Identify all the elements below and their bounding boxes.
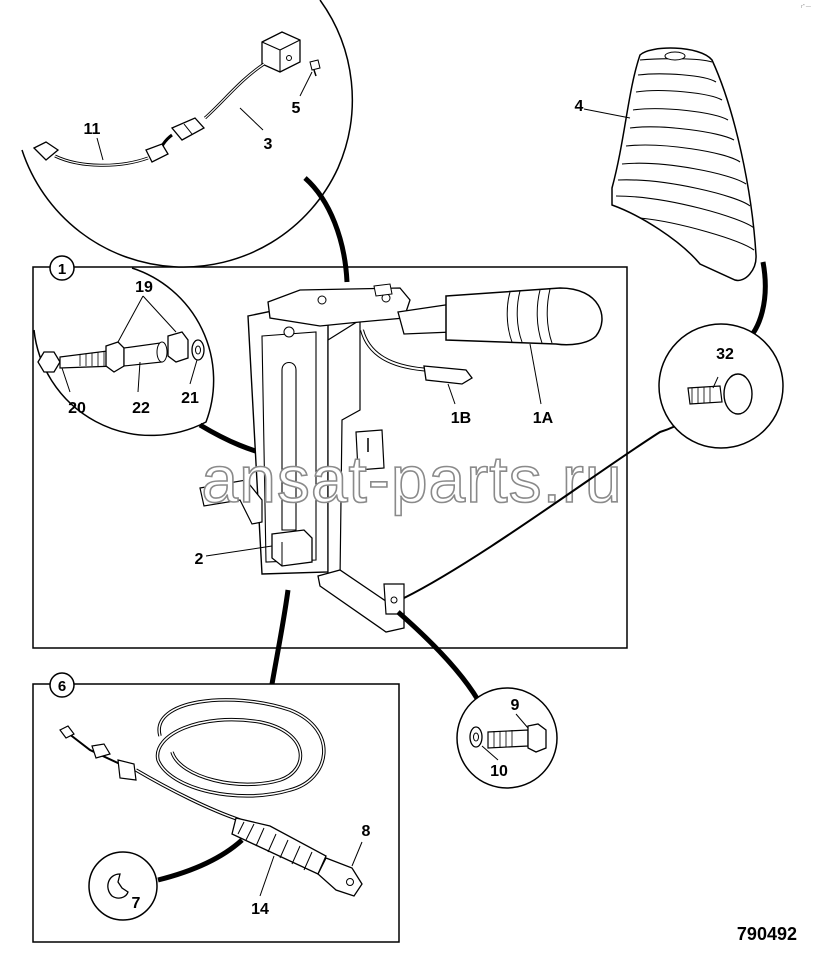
box-number-1: 1 [58,261,66,278]
part-label-10: 10 [490,763,508,780]
cable-assembly-box: 6 [32,672,400,943]
part-label-3: 3 [264,136,273,153]
part-label-4: 4 [575,98,584,115]
watermark: ansat-parts.ru [201,442,622,516]
plug-connector-11-mid [145,143,169,163]
part-label-19: 19 [135,279,153,296]
part-label-2: 2 [195,551,204,568]
corner-mark: r" — [801,4,811,10]
screw-5 [309,59,321,77]
e-clip-7-detail-circle: 7 [88,851,158,921]
pivot-bolt-detail-circle: 19 20 22 21 [33,267,291,463]
main-assembly-box: 1 [32,255,628,649]
harness-detail-circle: 11 3 5 [21,0,354,283]
screw-32-detail-circle: 32 [403,323,784,599]
part-label-14: 14 [251,901,269,918]
part-label-22: 22 [132,400,150,417]
part-label-9: 9 [511,697,520,714]
box-number-6: 6 [58,678,66,695]
plug-connector-11-end [32,141,60,161]
part-label-7: 7 [132,895,141,912]
part-label-1B: 1B [451,410,471,427]
part-label-1A: 1A [533,410,554,427]
bolt-9-detail-circle: 9 10 [396,610,558,789]
part-label-20: 20 [68,400,86,417]
part-label-8: 8 [362,823,371,840]
part-label-32: 32 [716,346,734,363]
plug-connector-3 [170,117,206,141]
push-pull-cable: 8 14 [59,698,371,918]
gaiter-boot-4: 4 [575,47,768,344]
drawing-reference-number: 790492 [737,924,797,944]
lever-assembly: 2 1B 1A [195,283,603,633]
part-label-21: 21 [181,390,199,407]
part-label-5: 5 [292,100,301,117]
part-label-11: 11 [84,121,101,138]
